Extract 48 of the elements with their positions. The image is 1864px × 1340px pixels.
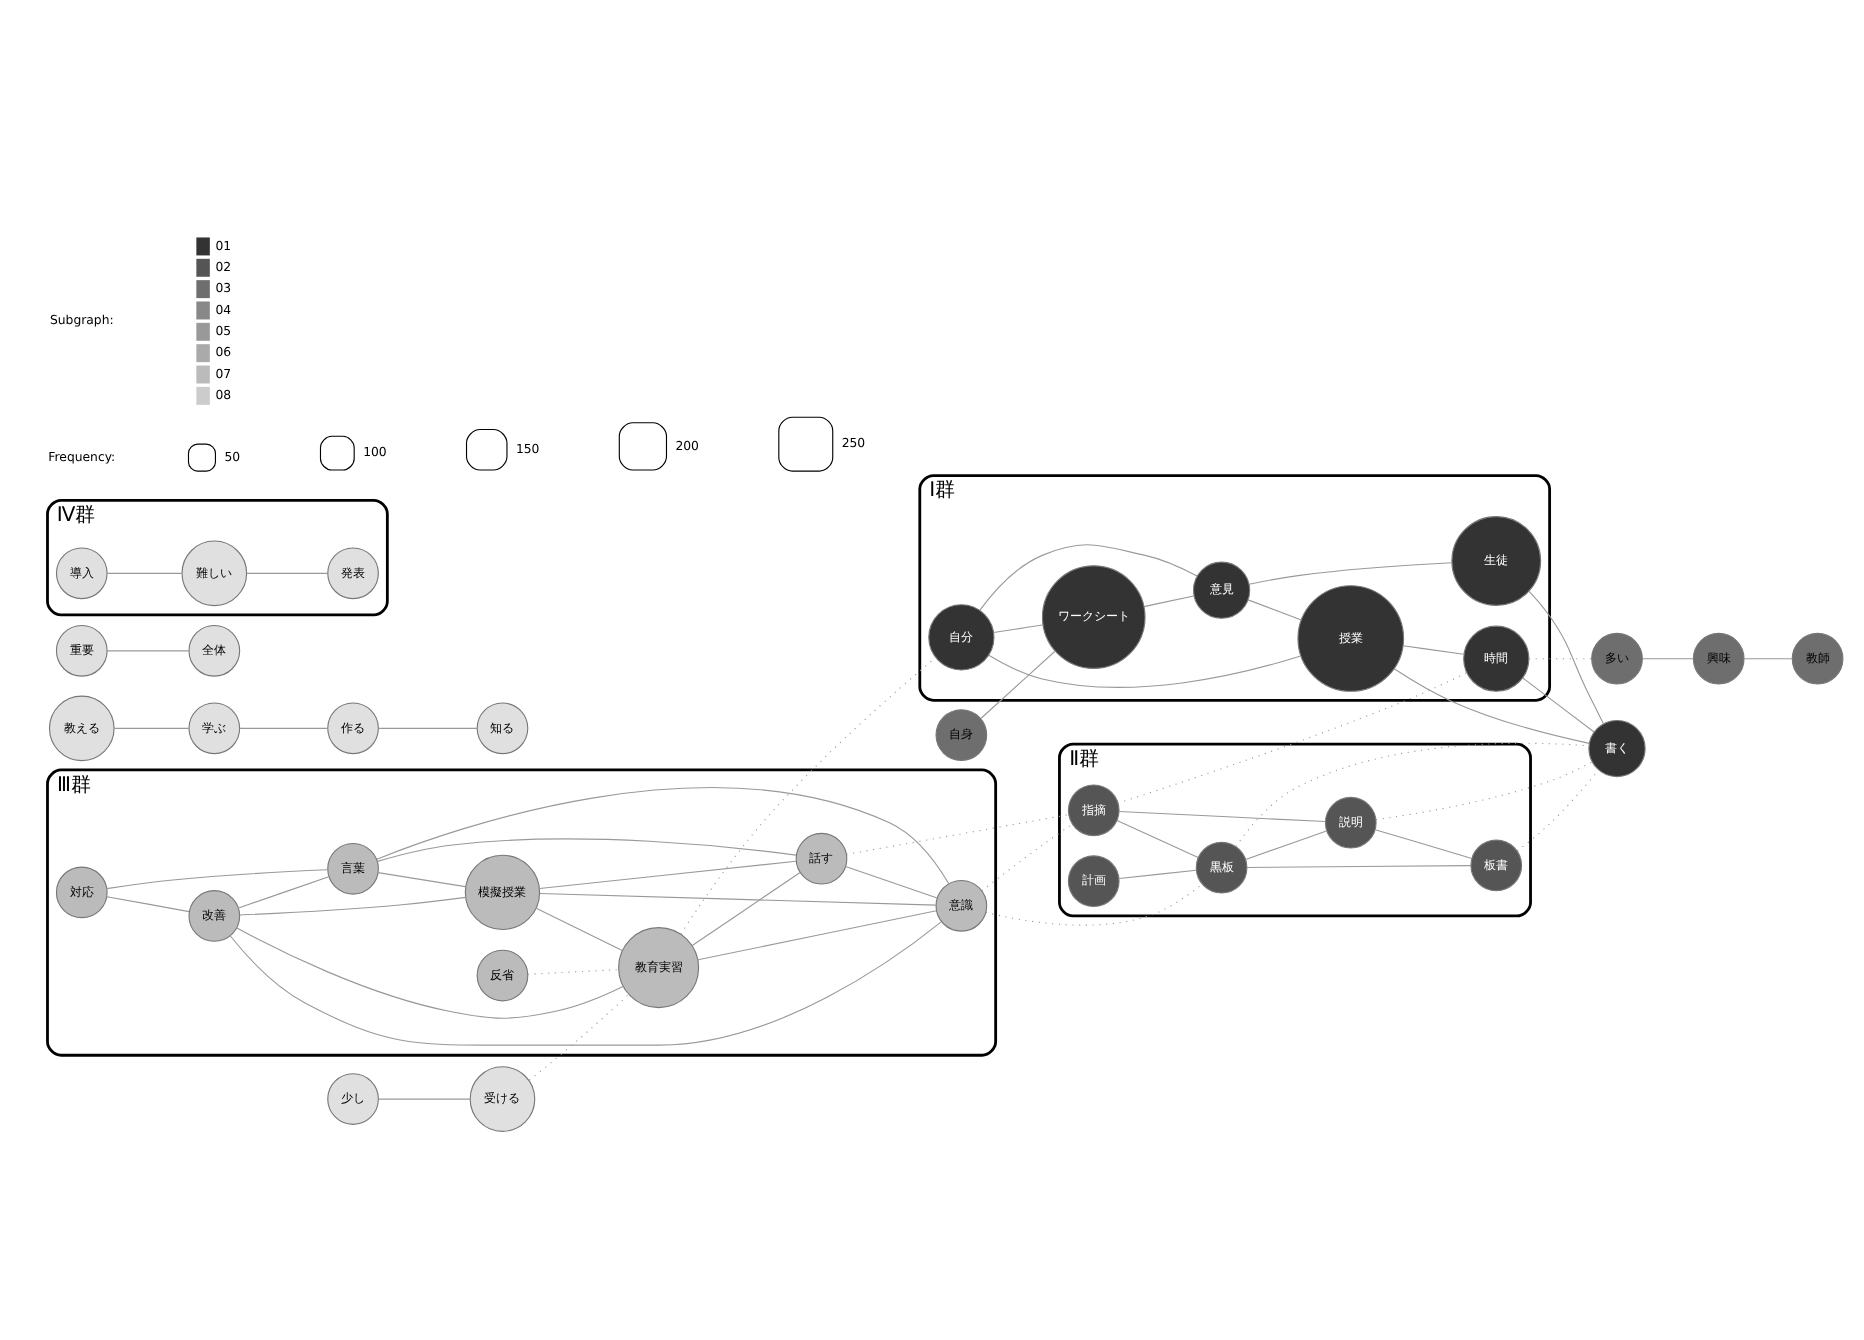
connector bbox=[1118, 868, 1197, 879]
connector bbox=[1528, 589, 1605, 724]
connector bbox=[1393, 667, 1590, 743]
connector bbox=[1402, 644, 1465, 654]
connector bbox=[979, 543, 1198, 610]
connector bbox=[106, 895, 190, 912]
connector bbox=[993, 623, 1043, 633]
connector bbox=[1117, 671, 1468, 803]
connector bbox=[1116, 818, 1199, 857]
connector bbox=[980, 649, 1056, 718]
connector bbox=[539, 891, 937, 905]
connector bbox=[238, 875, 330, 908]
connector bbox=[106, 868, 329, 889]
connector bbox=[988, 653, 1302, 687]
connector bbox=[106, 649, 190, 651]
connector bbox=[1516, 768, 1600, 851]
connector bbox=[1245, 829, 1327, 860]
connector bbox=[377, 726, 478, 728]
connector bbox=[535, 906, 623, 950]
connector bbox=[1522, 676, 1595, 732]
connector bbox=[1528, 657, 1593, 659]
connector bbox=[106, 571, 183, 573]
connector bbox=[1143, 594, 1195, 607]
connector bbox=[377, 1097, 471, 1099]
connector bbox=[1642, 657, 1694, 659]
connector bbox=[1374, 828, 1473, 859]
connector bbox=[236, 926, 624, 1018]
connector bbox=[1246, 864, 1472, 867]
connector bbox=[239, 895, 467, 915]
connector bbox=[691, 870, 801, 946]
connector bbox=[229, 920, 942, 1045]
connector bbox=[680, 656, 937, 934]
connector bbox=[697, 909, 937, 960]
connector bbox=[113, 726, 190, 728]
connector bbox=[845, 865, 938, 898]
connector bbox=[239, 726, 329, 728]
connector bbox=[377, 837, 797, 861]
connector bbox=[377, 871, 466, 887]
connector bbox=[1743, 657, 1793, 659]
connector bbox=[527, 968, 619, 974]
connector bbox=[1118, 810, 1326, 822]
connector bbox=[981, 822, 1073, 891]
connector bbox=[246, 571, 329, 573]
connector bbox=[376, 786, 950, 884]
connector bbox=[1375, 760, 1593, 820]
connector bbox=[1247, 598, 1302, 620]
connector bbox=[1248, 561, 1453, 584]
connector bbox=[539, 859, 797, 889]
